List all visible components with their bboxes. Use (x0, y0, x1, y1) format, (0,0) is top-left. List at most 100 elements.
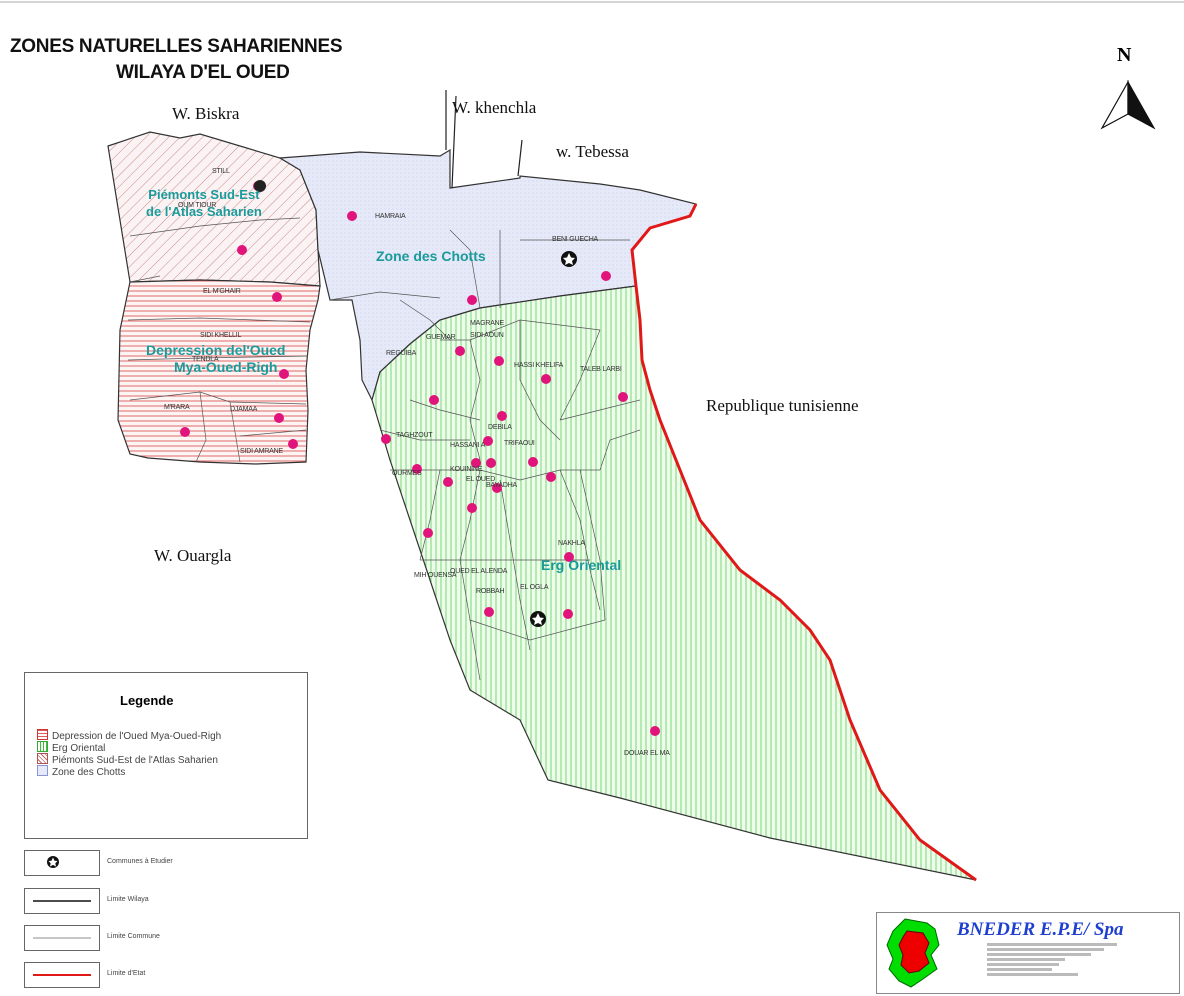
commune-point (443, 477, 453, 487)
place-label: HAMRAIA (375, 213, 406, 220)
symbol-label: Communes à Etudier (107, 858, 173, 865)
place-label: KOUININE (450, 466, 483, 473)
commune-point (467, 295, 477, 305)
symbol-label: Limite Commune (107, 933, 160, 940)
commune-point (541, 374, 551, 384)
company-name: BNEDER E.P.E/ Spa (957, 919, 1124, 940)
commune-point (347, 211, 357, 221)
company-info (987, 943, 1117, 976)
symbol-label: Limite d'Etat (107, 970, 146, 977)
symbol-limite-wilaya (24, 888, 100, 914)
symbol-label: Limite Wilaya (107, 896, 149, 903)
place-label: BENI GUECHA (552, 236, 599, 243)
star-icon (47, 856, 59, 868)
region-biskra: W. Biskra (172, 104, 240, 123)
commune-point (494, 356, 504, 366)
commune-point (279, 369, 289, 379)
zone-label-piemonts-line2: de l'Atlas Saharien (146, 204, 262, 219)
place-label: OURMES (392, 470, 422, 477)
commune-point (546, 472, 556, 482)
commune-point (471, 458, 481, 468)
place-label: M'RARA (164, 404, 190, 411)
place-label: DOUAR EL MA (624, 750, 670, 757)
zone-label-piemonts: Piémonts Sud-Est de l'Atlas Saharien (146, 186, 262, 220)
place-label: TAGHZOUT (396, 432, 433, 439)
commune-line-icon (33, 937, 91, 939)
region-ouargla: W. Ouargla (154, 546, 232, 565)
place-label: SIDI AMRANE (240, 448, 283, 455)
place-label: EL OGLA (520, 584, 549, 591)
commune-point (455, 346, 465, 356)
place-label: DEBILA (488, 424, 512, 431)
legend-swatch (37, 729, 48, 740)
north-arrow-icon (1100, 79, 1156, 130)
zone-label-piemonts-line1: Piémonts Sud-Est (148, 187, 260, 202)
company-block: BNEDER E.P.E/ Spa (876, 912, 1180, 994)
commune-point (497, 411, 507, 421)
commune-point (563, 609, 573, 619)
place-label: GUEMAR (426, 334, 456, 341)
commune-point (467, 503, 477, 513)
zone-label-erg: Erg Oriental (541, 557, 622, 573)
legend-swatch (37, 741, 48, 752)
place-label: SIDI KHELLIL (200, 332, 242, 339)
company-logo-icon (886, 918, 940, 988)
zone-label-chotts: Zone des Chotts (376, 248, 486, 264)
place-label: TENDLA (192, 356, 219, 363)
place-label: MIH OUENSA (414, 572, 457, 579)
commune-point (381, 434, 391, 444)
place-label: EL M'GHAIR (203, 288, 241, 295)
legend-label: Erg Oriental (52, 743, 106, 754)
legend: Legende Depression de l'Oued Mya-Oued-Ri… (24, 672, 308, 839)
place-label: MAGRANE (470, 320, 504, 327)
legend-swatch (37, 765, 48, 776)
commune-point (272, 292, 282, 302)
commune-point (412, 464, 422, 474)
symbol-limite-commune (24, 925, 100, 951)
zone-label-depression-line2: Mya-Oued-Righ (174, 359, 278, 375)
study-markers (254, 180, 577, 627)
place-label: ROBBAH (476, 588, 505, 595)
zone-label-depression: Depression del'Oued Mya-Oued-Righ (146, 342, 285, 376)
legend-label: Depression de l'Oued Mya-Oued-Righ (52, 731, 222, 742)
place-label: SIDI AOUN (470, 332, 504, 339)
commune-boundaries (127, 217, 641, 681)
commune-point (180, 427, 190, 437)
commune-point (483, 436, 493, 446)
commune-point (237, 245, 247, 255)
map-title-line1: ZONES NATURELLES SAHARIENNES (10, 36, 343, 57)
legend-item-chotts: Zone des Chotts (37, 765, 126, 778)
place-label: OUM TIOUR (178, 202, 217, 209)
place-label: NAKHLA (558, 540, 585, 547)
commune-point (601, 271, 611, 281)
north-arrow: N (1096, 44, 1158, 134)
state-border (630, 203, 977, 882)
zone-erg (371, 285, 977, 881)
legend-label: Piémonts Sud-Est de l'Atlas Saharien (52, 755, 218, 766)
place-label: REGUIBA (386, 350, 417, 357)
legend-label: Zone des Chotts (52, 767, 126, 778)
place-label: TRIFAOUI (504, 440, 535, 447)
place-label: DJAMAA (230, 406, 258, 413)
commune-point (484, 607, 494, 617)
legend-item-depression: Depression de l'Oued Mya-Oued-Righ (37, 729, 222, 742)
region-tunisia: Republique tunisienne (706, 396, 859, 415)
legend-item-piemonts: Piémonts Sud-Est de l'Atlas Saharien (37, 753, 218, 766)
commune-point (274, 413, 284, 423)
place-label: BAYADHA (486, 482, 518, 489)
legend-title: Legende (120, 693, 174, 708)
place-label: HASSANI A (450, 442, 486, 449)
region-khenchla: W. khenchla (452, 98, 537, 117)
symbol-communes (24, 850, 100, 876)
legend-item-erg: Erg Oriental (37, 741, 106, 754)
place-label: OUED EL ALENDA (450, 568, 508, 575)
wilaya-line-icon (33, 900, 91, 902)
legend-swatch (37, 753, 48, 764)
region-tebessa: w. Tebessa (556, 142, 629, 161)
place-label: EL OUED (466, 476, 496, 483)
zone-label-depression-line1: Depression del'Oued (146, 342, 286, 358)
place-label: HASSI KHELIFA (514, 362, 564, 369)
north-letter: N (1117, 44, 1132, 66)
place-label: STILL (212, 168, 230, 175)
